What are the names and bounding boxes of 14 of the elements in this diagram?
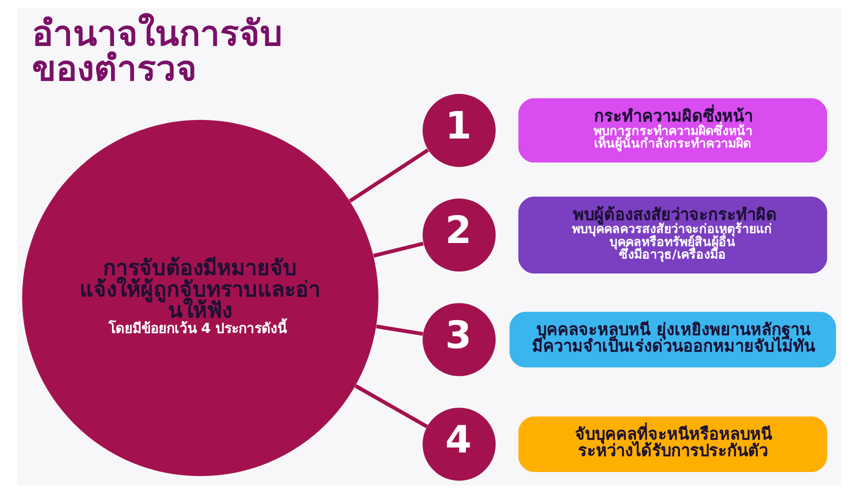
node-circle: 1 (422, 94, 496, 167)
connector (354, 384, 428, 428)
connector (373, 242, 424, 258)
node-box: จับบุคคลที่จะหนีหรือหลบหนีระหว่างได้รับการประกันตัว (518, 416, 828, 472)
node-box: บุคคลจะหลบหนี ยุ่งเหยิงพยานหลักฐาน มีความจำเป็นเร่งด่วนออกหมายจับไม่ทัน (510, 312, 836, 368)
node-circle: การจับต้องมีหมายจับแจ้งให้ผู้ถูกจับทราบและอ่านให้ฟัง โดยมีข้อยกเว้น 4 ประการดังนี้ (22, 120, 378, 476)
connector (376, 324, 424, 336)
node-circle: 3 (422, 303, 496, 376)
node-box: พบผู้ต้องสงสัยว่าจะกระทำผิด พบบุคคลควรสงสัยว่าจะก่อเหตุร้ายแก่บุคคลหรือทรัพย์สินผู้อื่น ซึ่งมีอาวุธ/เครื่องมือ (518, 196, 828, 274)
node-box: กระทำความผิดซึ่งหน้า พบการกระทำความผิดซึ่งหน้า เห็นผู้นั้นกำลังกระทำความผิด (518, 98, 828, 163)
node-circle: 2 (422, 198, 496, 272)
connector (348, 148, 429, 203)
node-circle: 4 (422, 408, 496, 481)
diagram-title: อำนาจในการจับของตำรวจ (32, 13, 282, 90)
